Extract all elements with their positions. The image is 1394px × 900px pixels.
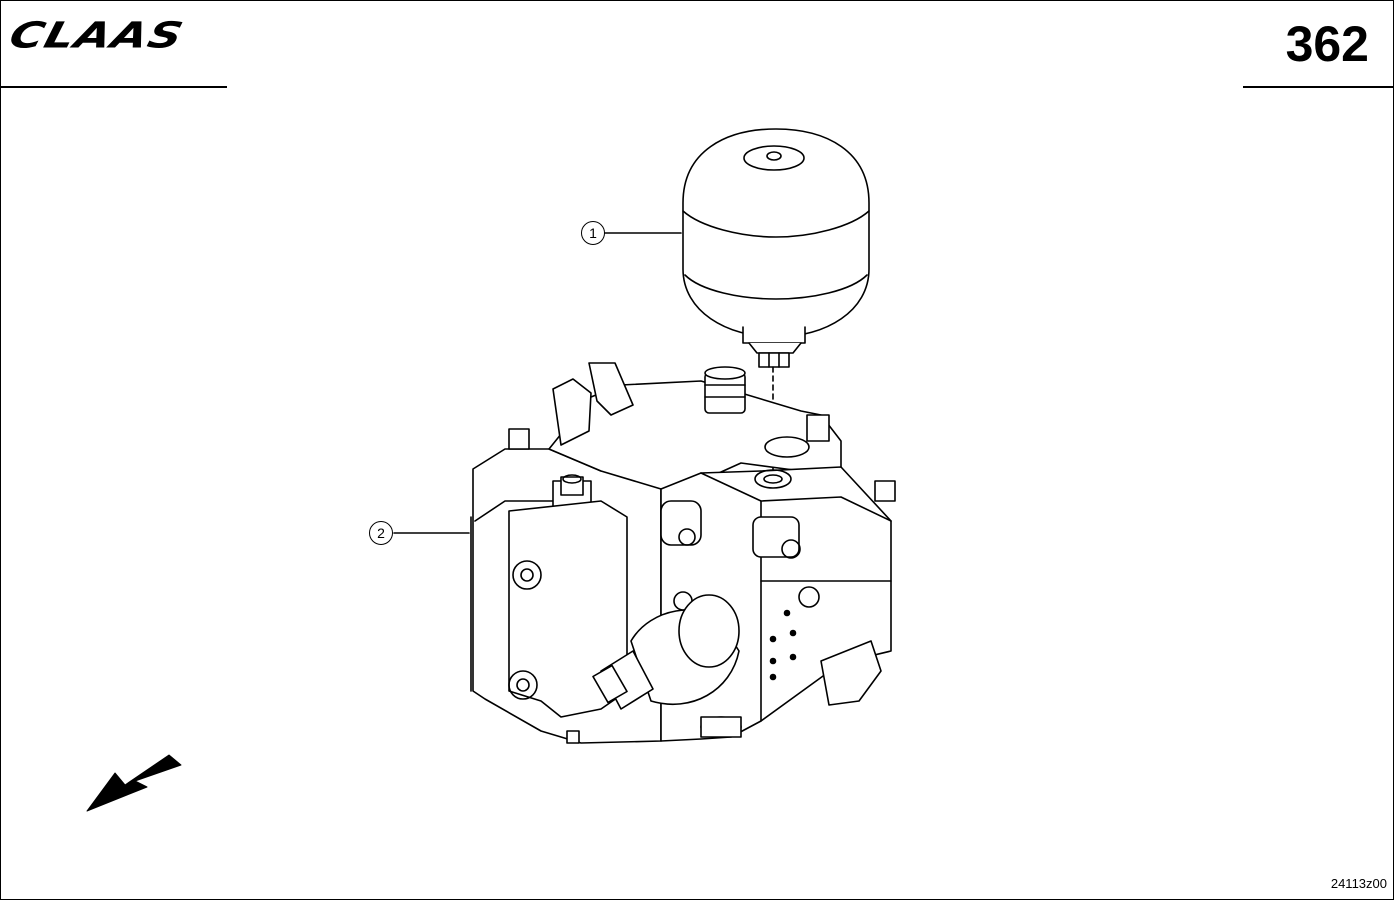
callout-2: 2 xyxy=(369,521,393,545)
drawing-id: 24113z00 xyxy=(1330,876,1387,891)
hydraulic-valve-block xyxy=(470,362,896,744)
callout-1: 1 xyxy=(581,221,605,245)
page-number: 362 xyxy=(1285,16,1369,72)
direction-arrow-icon xyxy=(86,754,182,812)
header-rule-left xyxy=(1,86,227,88)
header-rule-right xyxy=(1243,86,1393,88)
hydraulic-accumulator xyxy=(682,128,870,368)
